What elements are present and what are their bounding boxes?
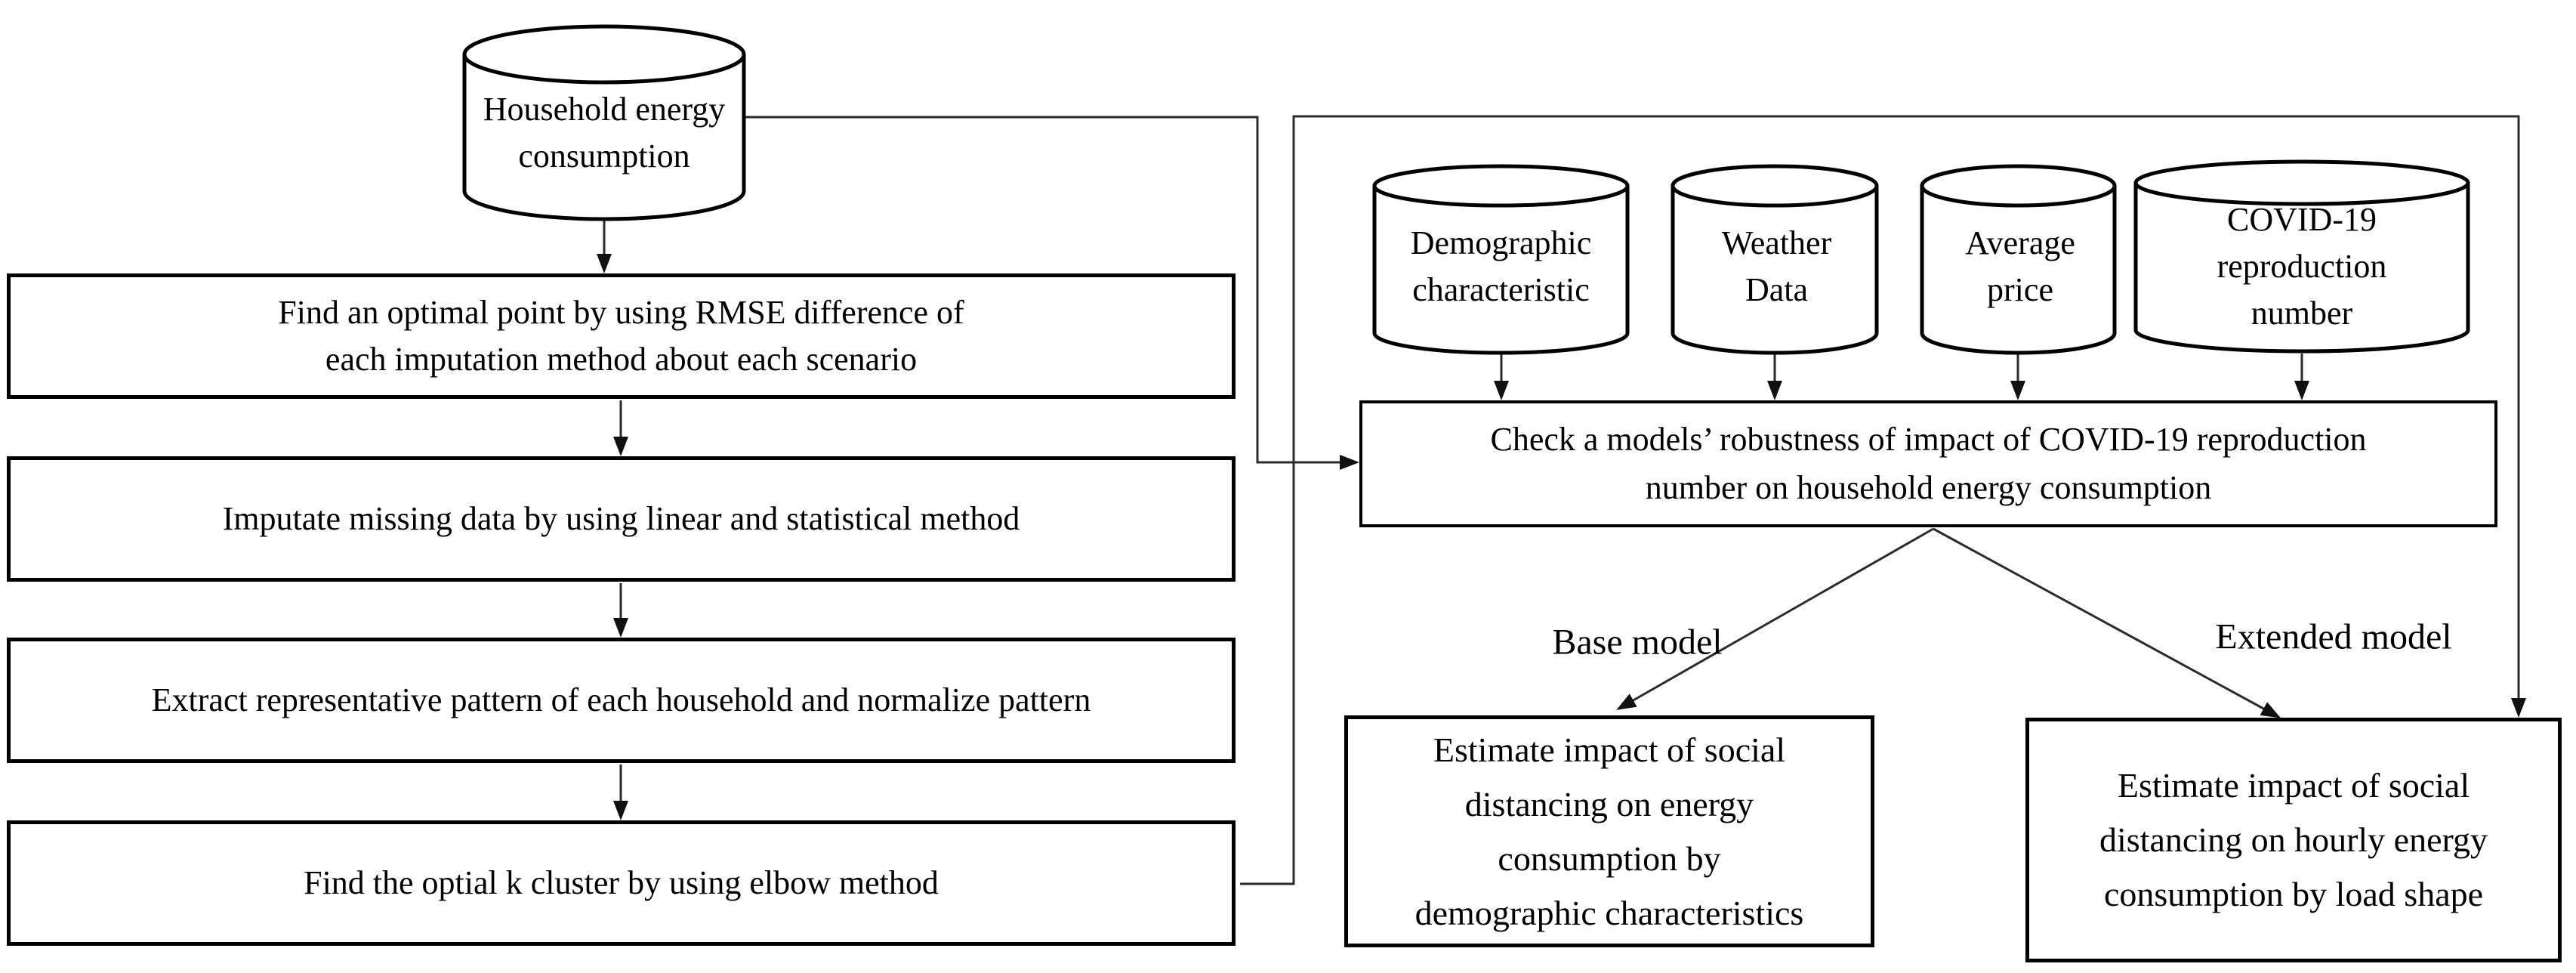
weather-db-label: Weather Data: [1721, 224, 1832, 308]
covid-db-label: COVID-19 reproduction number: [2217, 201, 2387, 332]
weather-db-shape: [1671, 164, 1879, 355]
step-imputate-missing-data: Imputate missing data by using linear an…: [7, 456, 1236, 582]
step-find-k-cluster: Find the optial k cluster by using elbow…: [7, 820, 1236, 946]
outcome-extended-model-box: Estimate impact of social distancing on …: [2025, 718, 2562, 962]
base-model-label: Base model: [1552, 622, 1723, 663]
arrow-check-to-base-outcome: [1616, 527, 1934, 710]
demographic-db-shape: [1372, 164, 1630, 355]
average-price-db-label: Average price: [1965, 224, 2075, 308]
step-find-optimal-point: Find an optimal point by using RMSE diff…: [7, 273, 1236, 399]
connector-step4-to-extended-outcome: [1240, 115, 2526, 885]
step-extract-pattern: Extract representative pattern of each h…: [7, 638, 1236, 763]
demographic-db-label: Demographic characteristic: [1410, 224, 1592, 308]
household-energy-db-label: Household energy consumption: [483, 90, 726, 175]
connector-group: [597, 115, 2526, 885]
extended-model-label: Extended model: [2215, 616, 2452, 657]
covid-db-shape: [2133, 159, 2470, 354]
connector-source-to-check: [744, 116, 1359, 470]
datastore-shapes: [462, 24, 2470, 355]
average-price-db-shape: [1920, 164, 2117, 355]
household-energy-db-shape: [462, 24, 746, 221]
outcome-base-model-box: Estimate impact of social distancing on …: [1344, 715, 1874, 947]
robustness-check-box: Check a models’ robustness of impact of …: [1359, 400, 2497, 527]
arrow-check-to-extended-outcome: [1933, 527, 2281, 718]
